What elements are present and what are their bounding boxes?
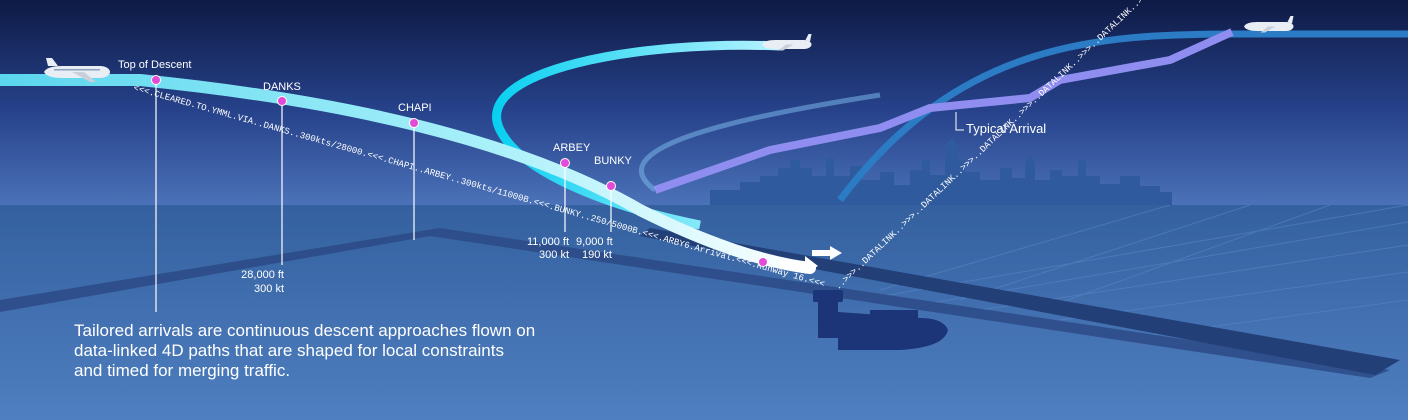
- constraint-bunky-speed: 190 kt: [582, 249, 612, 261]
- waypoint-bunky: [606, 181, 616, 191]
- tailored-arrival-path: [0, 74, 816, 274]
- waypoint-arbey: [560, 158, 570, 168]
- waypoint-drop-lines: [155, 80, 612, 312]
- upper-route-loop: [492, 40, 781, 230]
- arrival-arrow: [780, 256, 818, 274]
- aircraft-upper-right-icon: [1244, 16, 1294, 33]
- label-bunky: BUNKY: [594, 155, 633, 167]
- waypoint-top-of-descent: [151, 75, 161, 85]
- constraint-arbey-altitude: 11,000 ft: [527, 236, 569, 248]
- caption-line-3: and timed for merging traffic.: [74, 361, 290, 380]
- label-top-of-descent: Top of Descent: [118, 59, 191, 71]
- caption: Tailored arrivals are continuous descent…: [74, 321, 535, 380]
- label-chapi: CHAPI: [398, 102, 432, 114]
- constraint-danks-speed: 300 kt: [254, 283, 284, 295]
- label-arbey: ARBEY: [553, 142, 591, 154]
- runway: [640, 228, 1400, 375]
- waypoint-markers: [151, 75, 768, 267]
- constraint-danks-altitude: 28,000 ft: [241, 269, 284, 281]
- typical-arrival-path: [653, 28, 1234, 194]
- caption-line-1: Tailored arrivals are continuous descent…: [74, 321, 535, 340]
- waypoint-danks: [277, 96, 287, 106]
- city-skyline: [710, 138, 1172, 205]
- label-danks: DANKS: [263, 81, 301, 93]
- constraint-arbey-speed: 300 kt: [539, 249, 569, 261]
- typical-arrival-callout: Typical Arrival: [955, 112, 1046, 136]
- aircraft-top-of-descent-icon: [44, 58, 110, 82]
- typical-arrival-arc: [639, 92, 881, 193]
- caption-line-2: data-linked 4D paths that are shaped for…: [74, 341, 504, 360]
- aircraft-upper-loop-icon: [762, 34, 812, 51]
- waypoint-final: [758, 257, 768, 267]
- arrival-arrow-secondary: [812, 246, 842, 260]
- upper-route-right: [837, 30, 1408, 203]
- constraint-bunky-altitude: 9,000 ft: [576, 236, 613, 248]
- label-typical-arrival: Typical Arrival: [966, 121, 1046, 136]
- control-tower: [813, 290, 948, 350]
- waypoint-chapi: [409, 118, 419, 128]
